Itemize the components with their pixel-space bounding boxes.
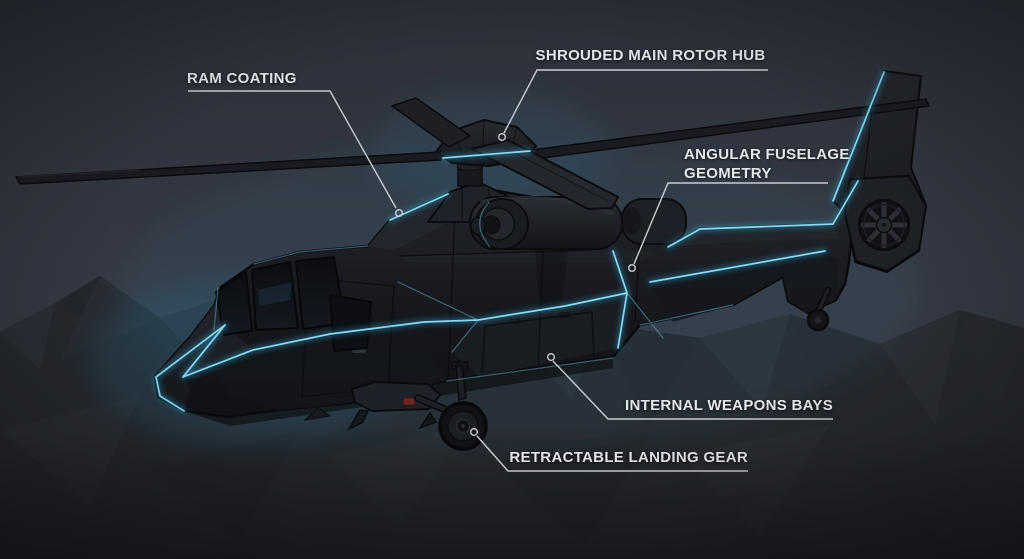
- engine-nacelle: [469, 195, 687, 250]
- callout-label-shrouded-main-rotor-hub: SHROUDED MAIN ROTOR HUB: [535, 47, 766, 64]
- cockpit-canopy: [215, 256, 372, 352]
- weapons-bay-door-outline: [481, 311, 595, 377]
- edge-glow-faint: [213, 201, 734, 382]
- leader-dot: [470, 428, 479, 437]
- leader-dot: [498, 132, 507, 141]
- leader-dot: [547, 353, 556, 362]
- landing-gear: [414, 361, 488, 451]
- callout-label-internal-weapons-bays: INTERNAL WEAPONS BAYS: [625, 397, 833, 414]
- tail-rotor-fan: [844, 175, 927, 272]
- leader-dot: [628, 264, 637, 273]
- rotor-blade-left: [15, 151, 442, 185]
- leader-internal-weapons-bays: [547, 353, 833, 420]
- callout-label-retractable-landing-gear: RETRACTABLE LANDING GEAR: [509, 449, 748, 466]
- door-window: [329, 294, 372, 352]
- tail-wheel: [806, 286, 832, 332]
- leader-ram-coating: [188, 90, 404, 217]
- warning-light: [402, 397, 416, 406]
- windshield-pane: [251, 261, 299, 331]
- callout-label-angular-fuselage-geometry: ANGULAR FUSELAGE GEOMETRY: [684, 146, 850, 183]
- helicopter: [15, 69, 930, 451]
- leader-shrouded-main-rotor-hub: [498, 69, 768, 141]
- leader-retractable-landing-gear: [470, 428, 748, 472]
- rotor-blade-rear: [391, 97, 471, 148]
- callout-label-ram-coating: RAM COATING: [187, 70, 297, 87]
- rotor-blade-front: [471, 139, 619, 210]
- edge-glow-crisp: [155, 71, 885, 412]
- windshield-pane: [215, 271, 253, 336]
- leader-angular-fuselage-geometry: [628, 182, 828, 273]
- main-rotor-blades: [15, 97, 930, 210]
- leader-dot: [395, 208, 404, 217]
- leader-lines: [188, 69, 833, 472]
